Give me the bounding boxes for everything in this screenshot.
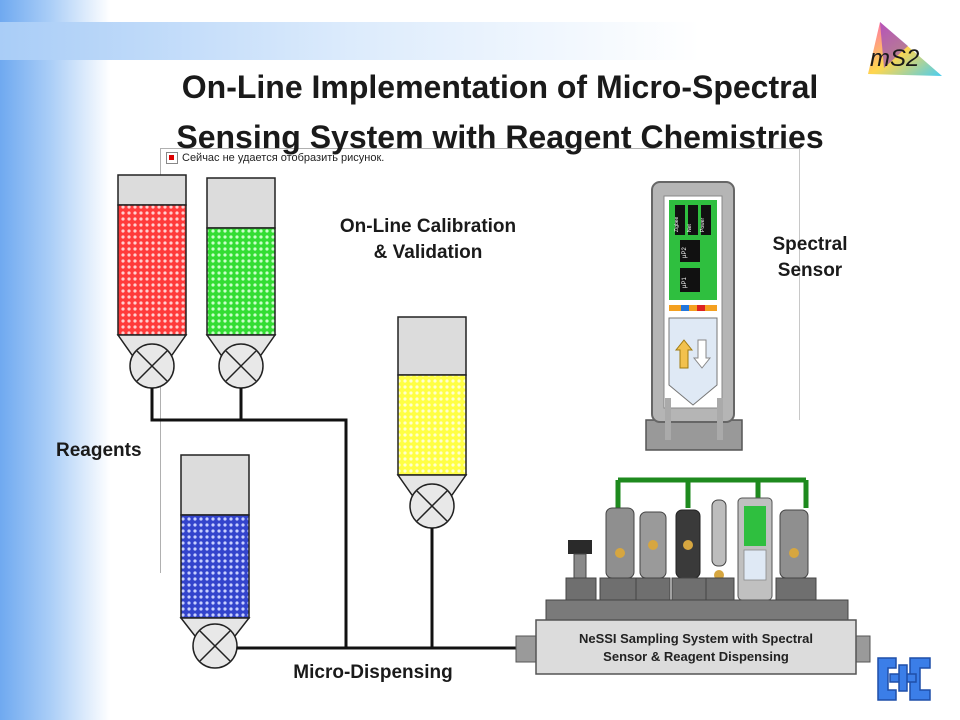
chip-up2 xyxy=(680,240,700,262)
reagents-label: Reagents xyxy=(56,438,170,464)
green-signal-wiring xyxy=(615,477,809,510)
calibrant-syringe-yellow xyxy=(396,316,468,529)
valve-column-3 xyxy=(671,509,707,601)
spectral-sensor-module: Zigbee Net Power µP2 µP1 xyxy=(645,181,743,451)
micro-dispensing-label: Micro-Dispensing xyxy=(268,660,478,686)
nessi-plate-text-line2: Sensor & Reagent Dispensing xyxy=(603,649,789,664)
spectral-sensor-label-text: Spectral Sensor xyxy=(772,234,848,281)
image-placeholder-edge xyxy=(799,148,800,420)
nessi-sampling-system: NeSSI Sampling System with Spectral Sens… xyxy=(515,477,871,675)
flow-arrow-up-icon xyxy=(674,339,694,369)
cc-logo-icon xyxy=(877,657,931,701)
chip-zigbee xyxy=(675,205,685,235)
calibration-label-text: On-Line Calibration & Validation xyxy=(339,216,517,263)
dispensing-tubing xyxy=(150,388,520,650)
spectral-sensor-label: Spectral Sensor xyxy=(752,232,868,284)
valve-column-1 xyxy=(599,507,641,601)
chip-label-up1: µP1 xyxy=(682,277,688,288)
micro-dispensing-label-text: Micro-Dispensing xyxy=(293,662,453,683)
reagents-label-text: Reagents xyxy=(56,440,142,461)
chip-label-net: Net xyxy=(687,224,693,232)
chip-label-up2: µP2 xyxy=(682,247,688,258)
logo-text: mS2 xyxy=(870,45,919,72)
chip-net xyxy=(688,205,698,235)
nessi-plate-text-line1: NeSSI Sampling System with Spectral xyxy=(579,631,813,646)
reagent-syringe-green xyxy=(205,177,277,389)
valve-column-4 xyxy=(705,499,735,601)
chip-up1 xyxy=(680,268,700,292)
image-placeholder-message: Сейчас не удается отобразить рисунок. xyxy=(166,152,384,164)
regulator-knob xyxy=(565,540,597,601)
ms2-logo: mS2 xyxy=(868,22,942,76)
placeholder-message-text: Сейчас не удается отобразить рисунок. xyxy=(182,152,385,164)
calibration-label: On-Line Calibration & Validation xyxy=(338,214,518,266)
mini-sensor-module xyxy=(737,497,773,601)
background-gradient-left xyxy=(0,0,110,720)
reagent-syringe-blue xyxy=(179,454,251,669)
title-line-1: On-Line Implementation of Micro-Spectral xyxy=(181,69,819,105)
chip-power xyxy=(701,205,711,235)
valve-column-2 xyxy=(635,511,671,601)
title-line-2: Sensing System with Reagent Chemistries xyxy=(176,119,824,155)
slide-title: On-Line Implementation of Micro-Spectral… xyxy=(100,62,900,162)
broken-image-icon xyxy=(166,152,178,164)
valve-column-5 xyxy=(775,509,817,601)
chip-label-power: Power xyxy=(700,217,706,232)
chip-label-zigbee: Zigbee xyxy=(674,216,680,232)
flow-arrow-down-icon xyxy=(692,339,712,369)
reagent-syringe-red xyxy=(116,174,188,389)
background-gradient-top xyxy=(0,22,700,60)
